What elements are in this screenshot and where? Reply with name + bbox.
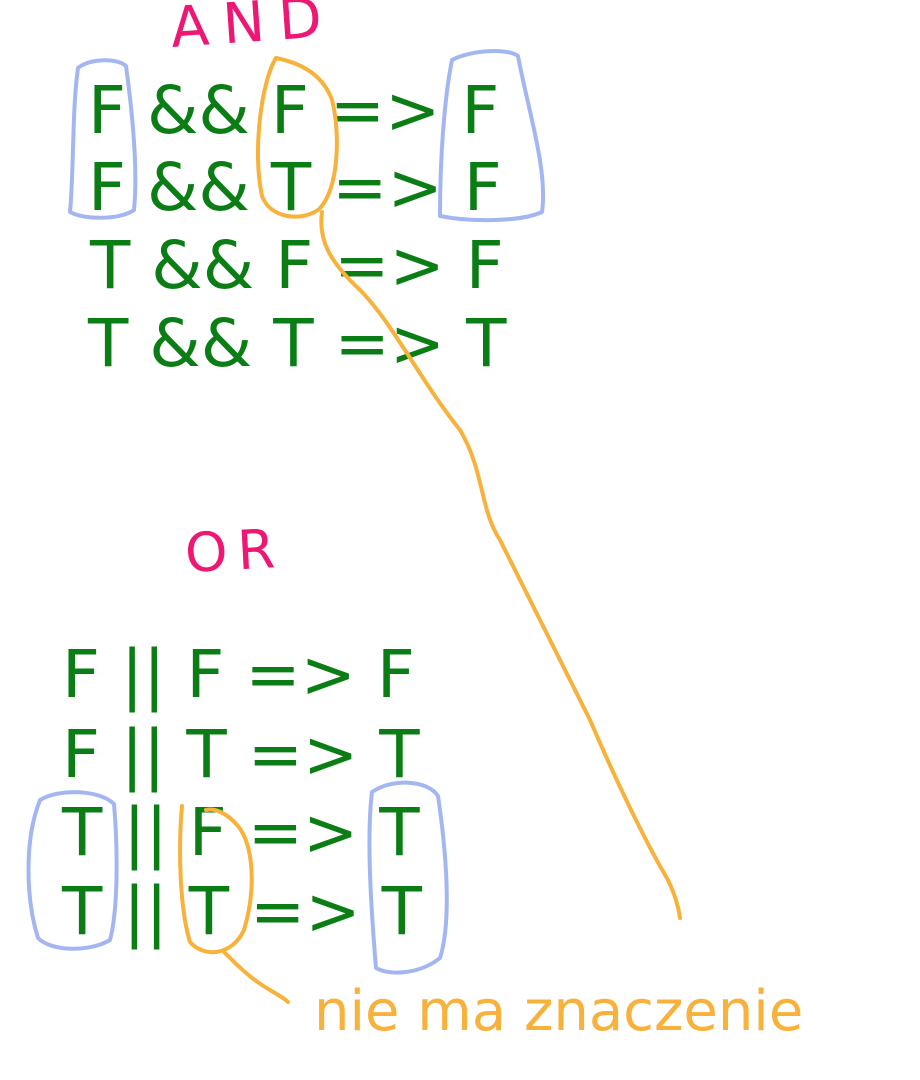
annotation-text: nie ma znaczenie [314,979,803,1044]
or-second-operand-circle [178,804,254,955]
and-left-operand-circle [68,58,138,220]
and-row: T && T => T [87,305,507,382]
or-truth-table: F || F => F F || T => T T || F => T T ||… [61,636,423,950]
and-annotation-connector [319,210,682,920]
and-row: F && F => F [88,72,499,149]
and-row: F && T => F [88,149,502,226]
or-heading: OR [183,517,286,585]
or-row: F || T => T [62,716,420,793]
or-annotation-connector [222,950,290,1004]
or-left-operand-circle [26,790,119,951]
and-truth-table: F && F => F F && T => F T && F => F T &&… [87,72,507,382]
and-result-circle [438,49,546,223]
and-second-operand-circle [256,56,339,219]
or-row: F || F => F [62,636,415,713]
and-row: T && F => F [89,227,504,304]
and-heading: AND [168,0,337,61]
or-result-circle [367,780,449,975]
